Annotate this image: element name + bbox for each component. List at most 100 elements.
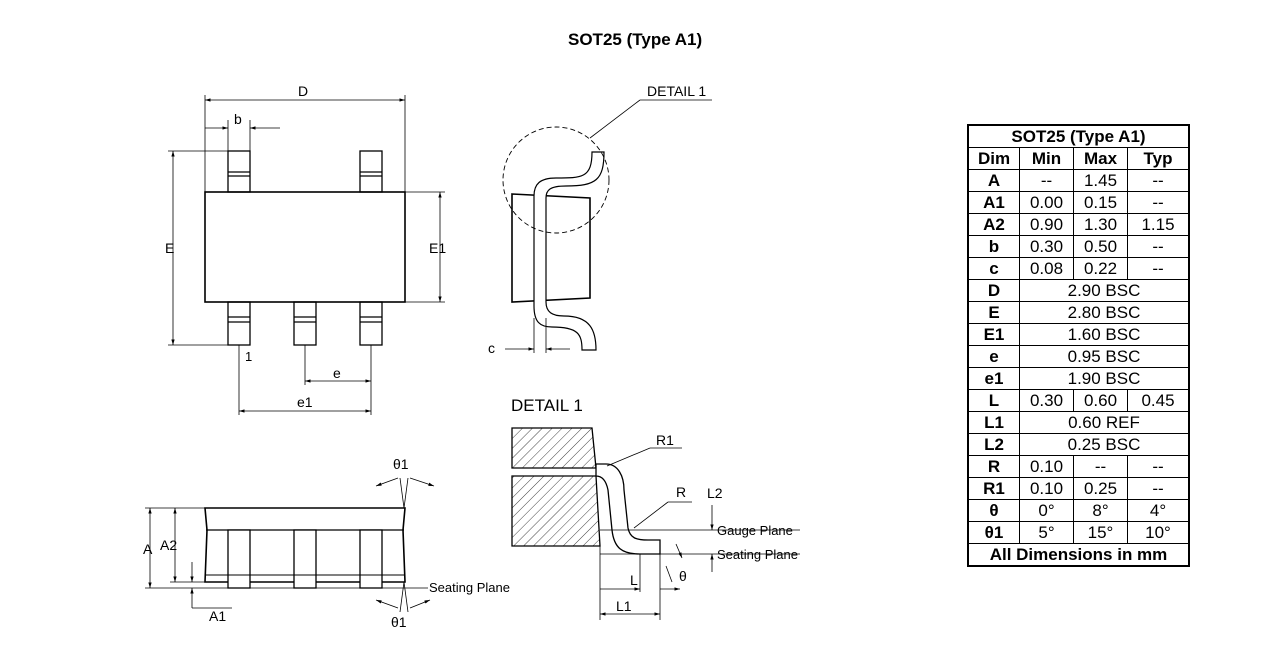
cell-value-span: 2.90 BSC <box>1019 279 1190 302</box>
cell-max: 0.25 <box>1073 477 1128 500</box>
lower-leads <box>227 301 383 346</box>
cell-dim: L1 <box>967 411 1020 434</box>
cell-dim: c <box>967 257 1020 280</box>
label-A2: A2 <box>160 537 177 553</box>
header-min: Min <box>1019 147 1074 170</box>
table-footer-row: All Dimensions in mm <box>967 543 1190 567</box>
cell-dim: L <box>967 389 1020 412</box>
cell-min: 0.10 <box>1019 455 1074 478</box>
label-detail-heading: DETAIL 1 <box>511 396 583 415</box>
side-view-labels: θ1 A A2 A1 Seating Plane θ1 <box>143 456 510 630</box>
label-detail-callout: DETAIL 1 <box>647 83 706 99</box>
cell-typ: -- <box>1127 235 1190 258</box>
cell-max: -- <box>1073 455 1128 478</box>
package-body-end <box>511 193 591 303</box>
side-view <box>145 477 435 613</box>
cell-value-span: 1.90 BSC <box>1019 367 1190 390</box>
dimensions-table: SOT25 (Type A1) Dim Min Max Typ A--1.45-… <box>967 124 1190 567</box>
table-footer: All Dimensions in mm <box>967 543 1190 567</box>
cell-typ: -- <box>1127 169 1190 192</box>
label-theta1-bottom: θ1 <box>391 614 407 630</box>
label-seating-plane-side: Seating Plane <box>429 580 510 595</box>
cell-min: 0.08 <box>1019 257 1074 280</box>
end-view <box>502 99 712 353</box>
cell-max: 0.15 <box>1073 191 1128 214</box>
cell-value-span: 0.60 REF <box>1019 411 1190 434</box>
cell-dim: A1 <box>967 191 1020 214</box>
cell-min: 0° <box>1019 499 1074 522</box>
body-hatch-upper <box>511 427 597 469</box>
cell-min: 0.90 <box>1019 213 1074 236</box>
label-L2: L2 <box>707 485 723 501</box>
label-e1: e1 <box>297 394 313 410</box>
cell-dim: A2 <box>967 213 1020 236</box>
detail-1-circle <box>502 126 610 234</box>
label-A: A <box>143 541 153 557</box>
table-header-row: Dim Min Max Typ <box>967 147 1190 170</box>
end-view-lead <box>533 151 605 351</box>
header-max: Max <box>1073 147 1128 170</box>
table-title-row: SOT25 (Type A1) <box>967 124 1190 148</box>
label-E1: E1 <box>429 240 446 256</box>
cell-typ: 10° <box>1127 521 1190 544</box>
cell-typ: 4° <box>1127 499 1190 522</box>
label-pin1: 1 <box>245 349 252 364</box>
upper-leads <box>227 150 383 193</box>
cell-typ: -- <box>1127 477 1190 500</box>
header-dim: Dim <box>967 147 1020 170</box>
cell-typ: -- <box>1127 257 1190 280</box>
cell-dim: E1 <box>967 323 1020 346</box>
label-gauge-plane: Gauge Plane <box>717 523 793 538</box>
table-title: SOT25 (Type A1) <box>967 124 1190 148</box>
cell-min: 5° <box>1019 521 1074 544</box>
label-b: b <box>234 111 242 127</box>
cell-value-span: 1.60 BSC <box>1019 323 1190 346</box>
cell-dim: A <box>967 169 1020 192</box>
label-L1: L1 <box>616 598 632 614</box>
cell-value-span: 0.95 BSC <box>1019 345 1190 368</box>
cell-max: 8° <box>1073 499 1128 522</box>
label-e: e <box>333 365 341 381</box>
cell-dim: R <box>967 455 1020 478</box>
header-typ: Typ <box>1127 147 1190 170</box>
top-view-labels: D b E E1 1 e e1 <box>165 83 446 410</box>
package-body-top <box>204 191 406 303</box>
cell-typ: 0.45 <box>1127 389 1190 412</box>
label-theta1-top: θ1 <box>393 456 409 472</box>
cell-value-span: 0.25 BSC <box>1019 433 1190 456</box>
cell-max: 1.30 <box>1073 213 1128 236</box>
cell-max: 0.60 <box>1073 389 1128 412</box>
cell-max: 0.22 <box>1073 257 1128 280</box>
cell-dim: R1 <box>967 477 1020 500</box>
page-title-text: SOT25 (Type A1) <box>568 30 703 49</box>
label-L: L <box>630 572 638 588</box>
detail-1-view <box>511 427 800 620</box>
cell-dim: θ <box>967 499 1020 522</box>
label-E: E <box>165 240 174 256</box>
label-R1: R1 <box>656 432 674 448</box>
end-view-labels: DETAIL 1 c <box>488 83 706 356</box>
label-theta: θ <box>679 568 687 584</box>
cell-min: 0.10 <box>1019 477 1074 500</box>
label-R: R <box>676 484 686 500</box>
cell-max: 0.50 <box>1073 235 1128 258</box>
cell-dim: e1 <box>967 367 1020 390</box>
cell-min: -- <box>1019 169 1074 192</box>
label-D: D <box>298 83 308 99</box>
